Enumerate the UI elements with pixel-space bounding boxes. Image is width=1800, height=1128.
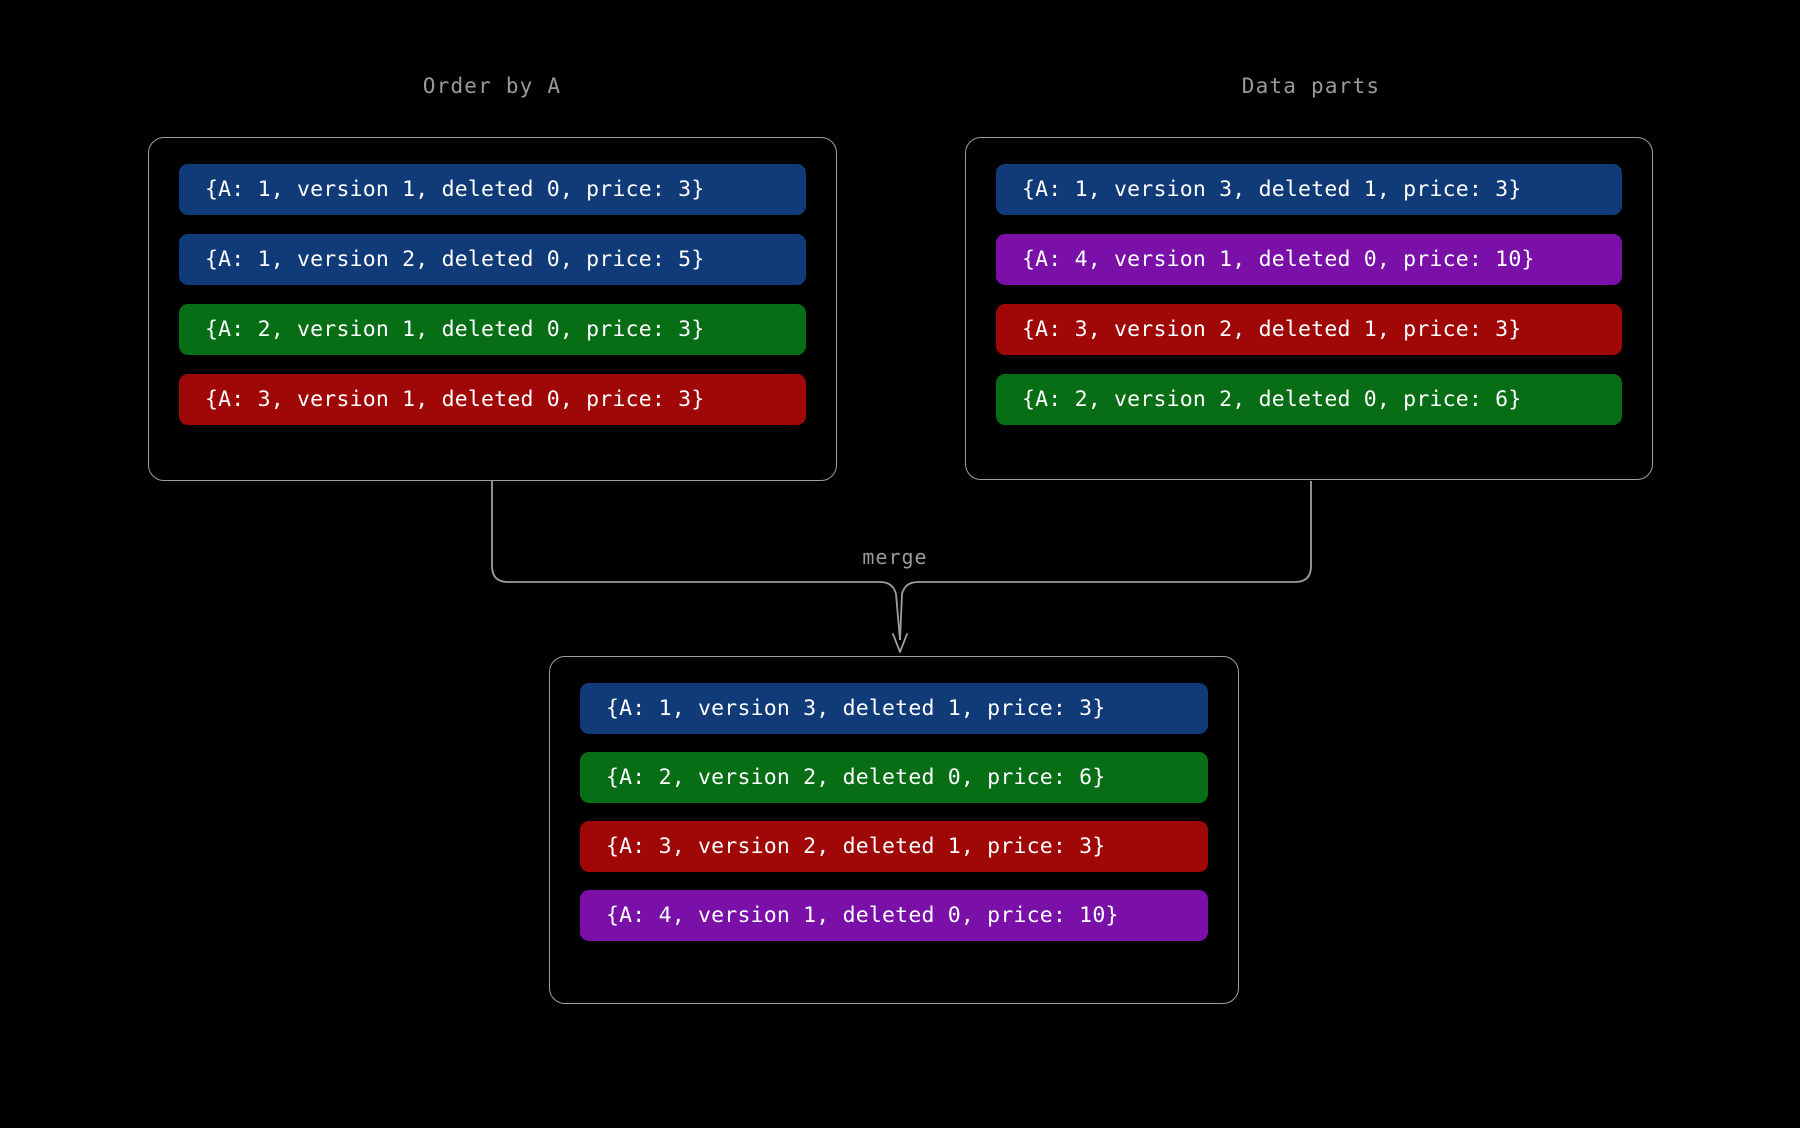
panel-order-by-a: {A: 1, version 1, deleted 0, price: 3} {… [148, 137, 837, 481]
row-list-order-by-a: {A: 1, version 1, deleted 0, price: 3} {… [149, 138, 836, 451]
list-item[interactable]: {A: 1, version 3, deleted 1, price: 3} [996, 164, 1622, 215]
list-item[interactable]: {A: 1, version 1, deleted 0, price: 3} [179, 164, 806, 215]
merge-edge-label: merge [862, 545, 928, 569]
list-item[interactable]: {A: 2, version 1, deleted 0, price: 3} [179, 304, 806, 355]
edge-left-to-merge [491, 481, 901, 641]
list-item[interactable]: {A: 3, version 1, deleted 0, price: 3} [179, 374, 806, 425]
list-item[interactable]: {A: 4, version 1, deleted 0, price: 10} [996, 234, 1622, 285]
row-list-data-parts: {A: 1, version 3, deleted 1, price: 3} {… [966, 138, 1652, 451]
list-item[interactable]: {A: 3, version 2, deleted 1, price: 3} [996, 304, 1622, 355]
list-item[interactable]: {A: 3, version 2, deleted 1, price: 3} [580, 821, 1208, 872]
edge-right-to-merge [899, 481, 1312, 641]
group-title-order-by-a: Order by A [422, 74, 562, 98]
panel-data-parts: {A: 1, version 3, deleted 1, price: 3} {… [965, 137, 1653, 480]
group-title-data-parts: Data parts [1241, 74, 1381, 98]
list-item[interactable]: {A: 2, version 2, deleted 0, price: 6} [996, 374, 1622, 425]
list-item[interactable]: {A: 4, version 1, deleted 0, price: 10} [580, 890, 1208, 941]
row-list-merged: {A: 1, version 3, deleted 1, price: 3} {… [550, 657, 1238, 967]
panel-merged-result: {A: 1, version 3, deleted 1, price: 3} {… [549, 656, 1239, 1004]
list-item[interactable]: {A: 1, version 3, deleted 1, price: 3} [580, 683, 1208, 734]
list-item[interactable]: {A: 1, version 2, deleted 0, price: 5} [179, 234, 806, 285]
merge-arrowhead [892, 633, 908, 653]
list-item[interactable]: {A: 2, version 2, deleted 0, price: 6} [580, 752, 1208, 803]
